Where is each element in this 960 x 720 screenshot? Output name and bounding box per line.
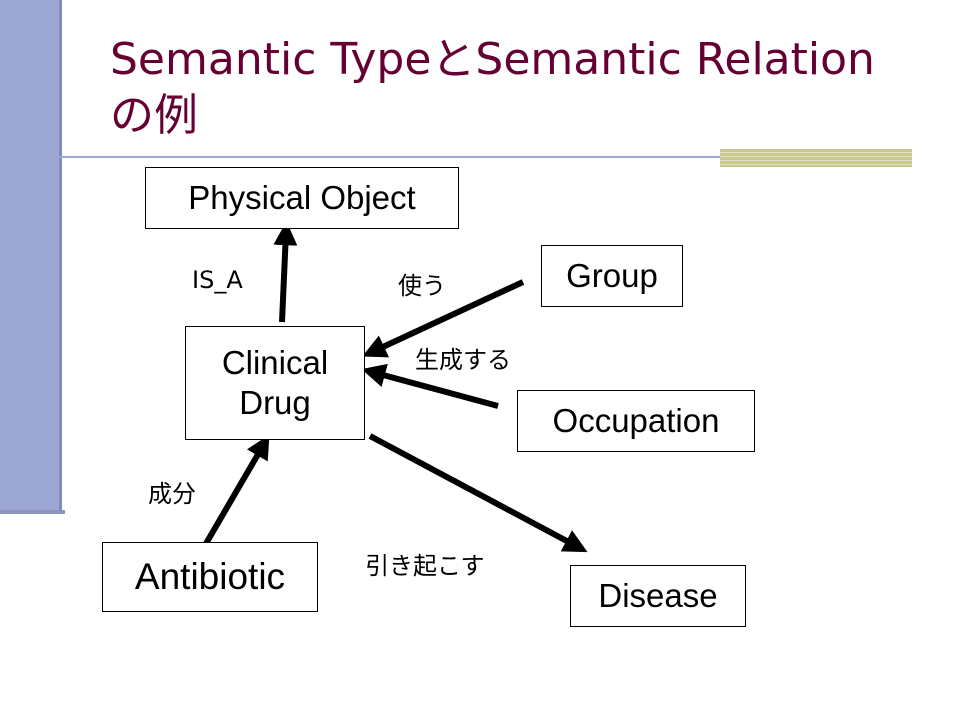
slide-title: Semantic TypeとSemantic Relation の例 (110, 34, 875, 141)
node-group: Group (541, 245, 683, 307)
node-clinical-drug: Clinical Drug (185, 326, 365, 440)
node-antibiotic: Antibiotic (102, 542, 318, 612)
title-rule (40, 156, 912, 158)
label-uses: 使う (398, 272, 446, 300)
arrow-causes (368, 433, 588, 553)
title-accent-stripe (720, 149, 912, 167)
node-physical-object: Physical Object (145, 167, 459, 229)
label-produces: 生成する (415, 346, 511, 374)
left-bar-shadow (0, 510, 65, 514)
arrow-uses (362, 279, 525, 358)
arrow-is-a (273, 221, 298, 323)
node-occupation: Occupation (517, 390, 755, 452)
arrow-produces (361, 363, 499, 409)
label-causes: 引き起こす (365, 552, 485, 580)
label-component: 成分 (148, 480, 196, 508)
left-decorative-bar (0, 0, 62, 512)
label-is-a: IS_A (192, 266, 243, 294)
arrow-component (201, 434, 270, 549)
node-disease: Disease (570, 565, 746, 627)
